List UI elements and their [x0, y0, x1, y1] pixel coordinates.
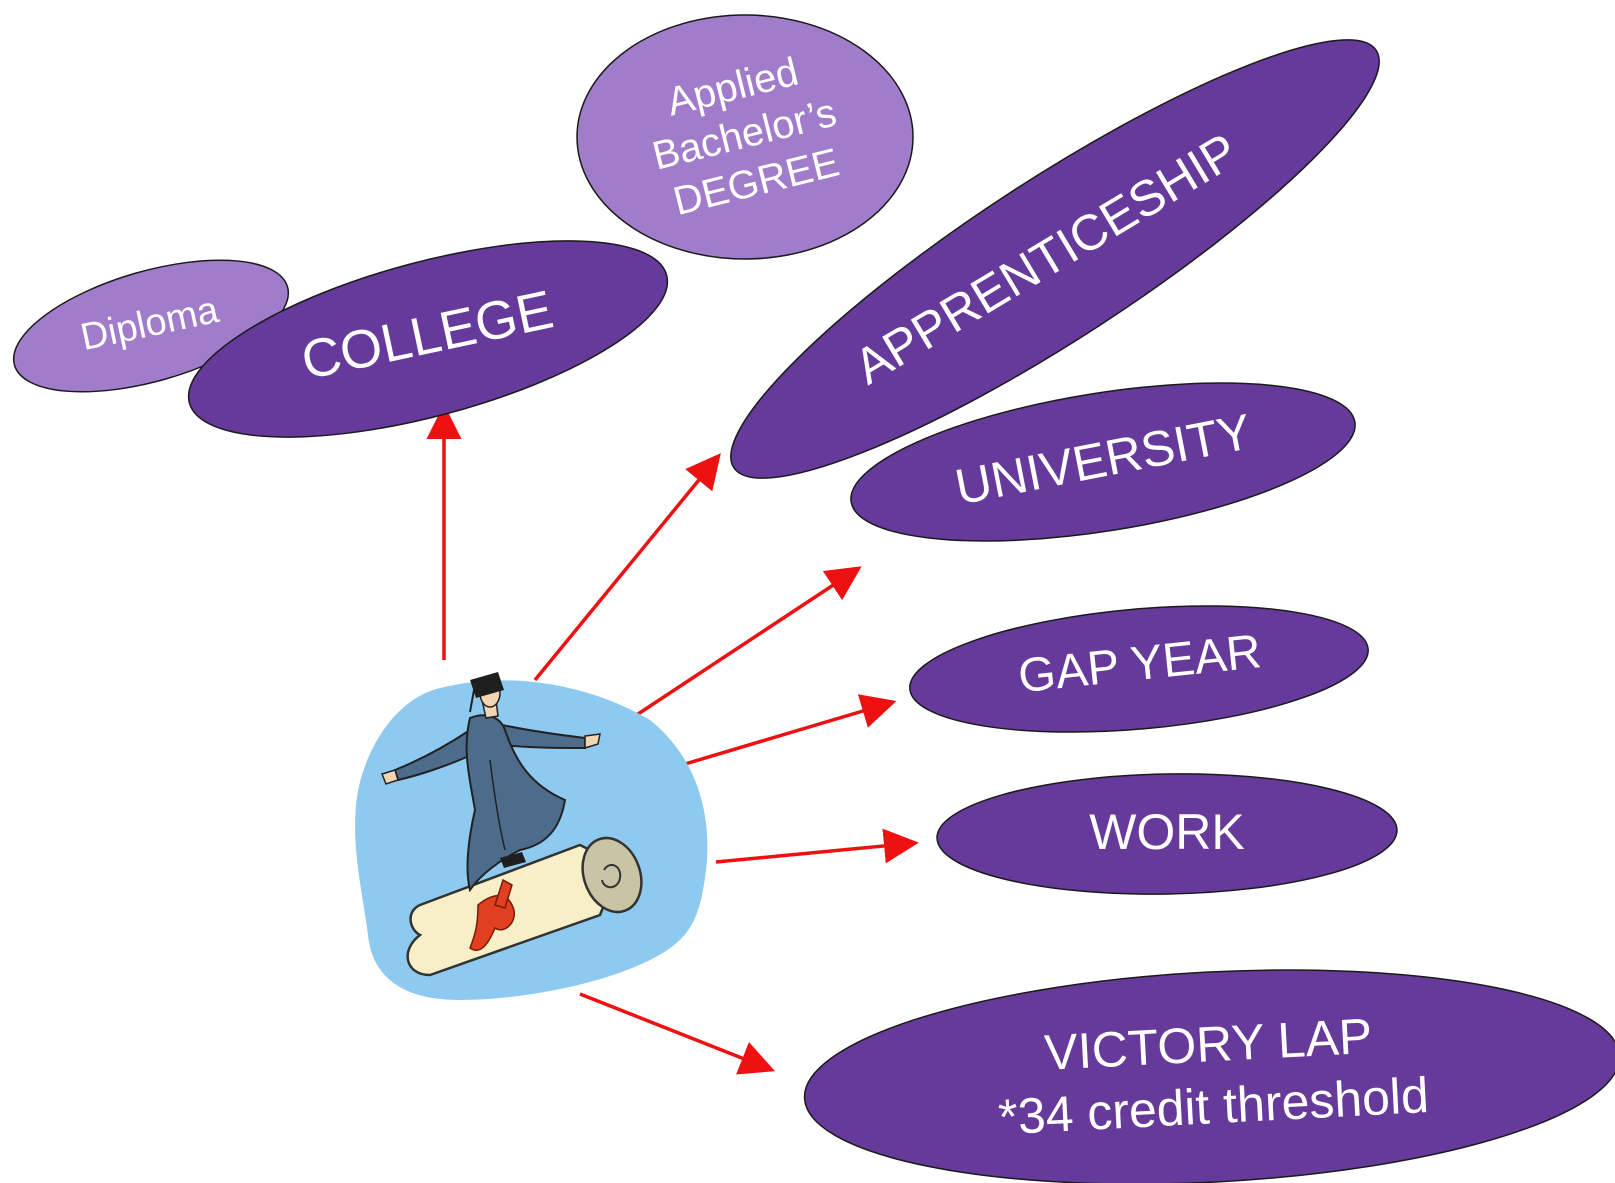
victory-lap-node: VICTORY LAP *34 credit threshold	[803, 969, 1615, 1183]
arrow-to-work	[715, 828, 919, 864]
diploma-scroll	[406, 836, 643, 977]
college-node: COLLEGE	[187, 240, 669, 438]
arrow-to-gap-year	[684, 694, 897, 766]
graduate-figure	[381, 672, 601, 893]
arrows	[426, 404, 919, 1075]
arrow-to-university	[631, 566, 862, 720]
diploma-node: Diploma	[12, 259, 290, 393]
work-label: WORK	[1089, 804, 1245, 860]
university-node: UNIVERSITY	[850, 382, 1356, 542]
applied-degree-node: Applied Bachelor’s DEGREE	[576, 14, 914, 260]
gap-year-node: GAP YEAR	[909, 605, 1369, 733]
arrow-to-victory-lap	[579, 992, 776, 1075]
work-node: WORK	[936, 773, 1398, 895]
graduate-surfing-icon	[355, 672, 708, 1000]
arrow-to-apprenticeship	[533, 453, 721, 682]
